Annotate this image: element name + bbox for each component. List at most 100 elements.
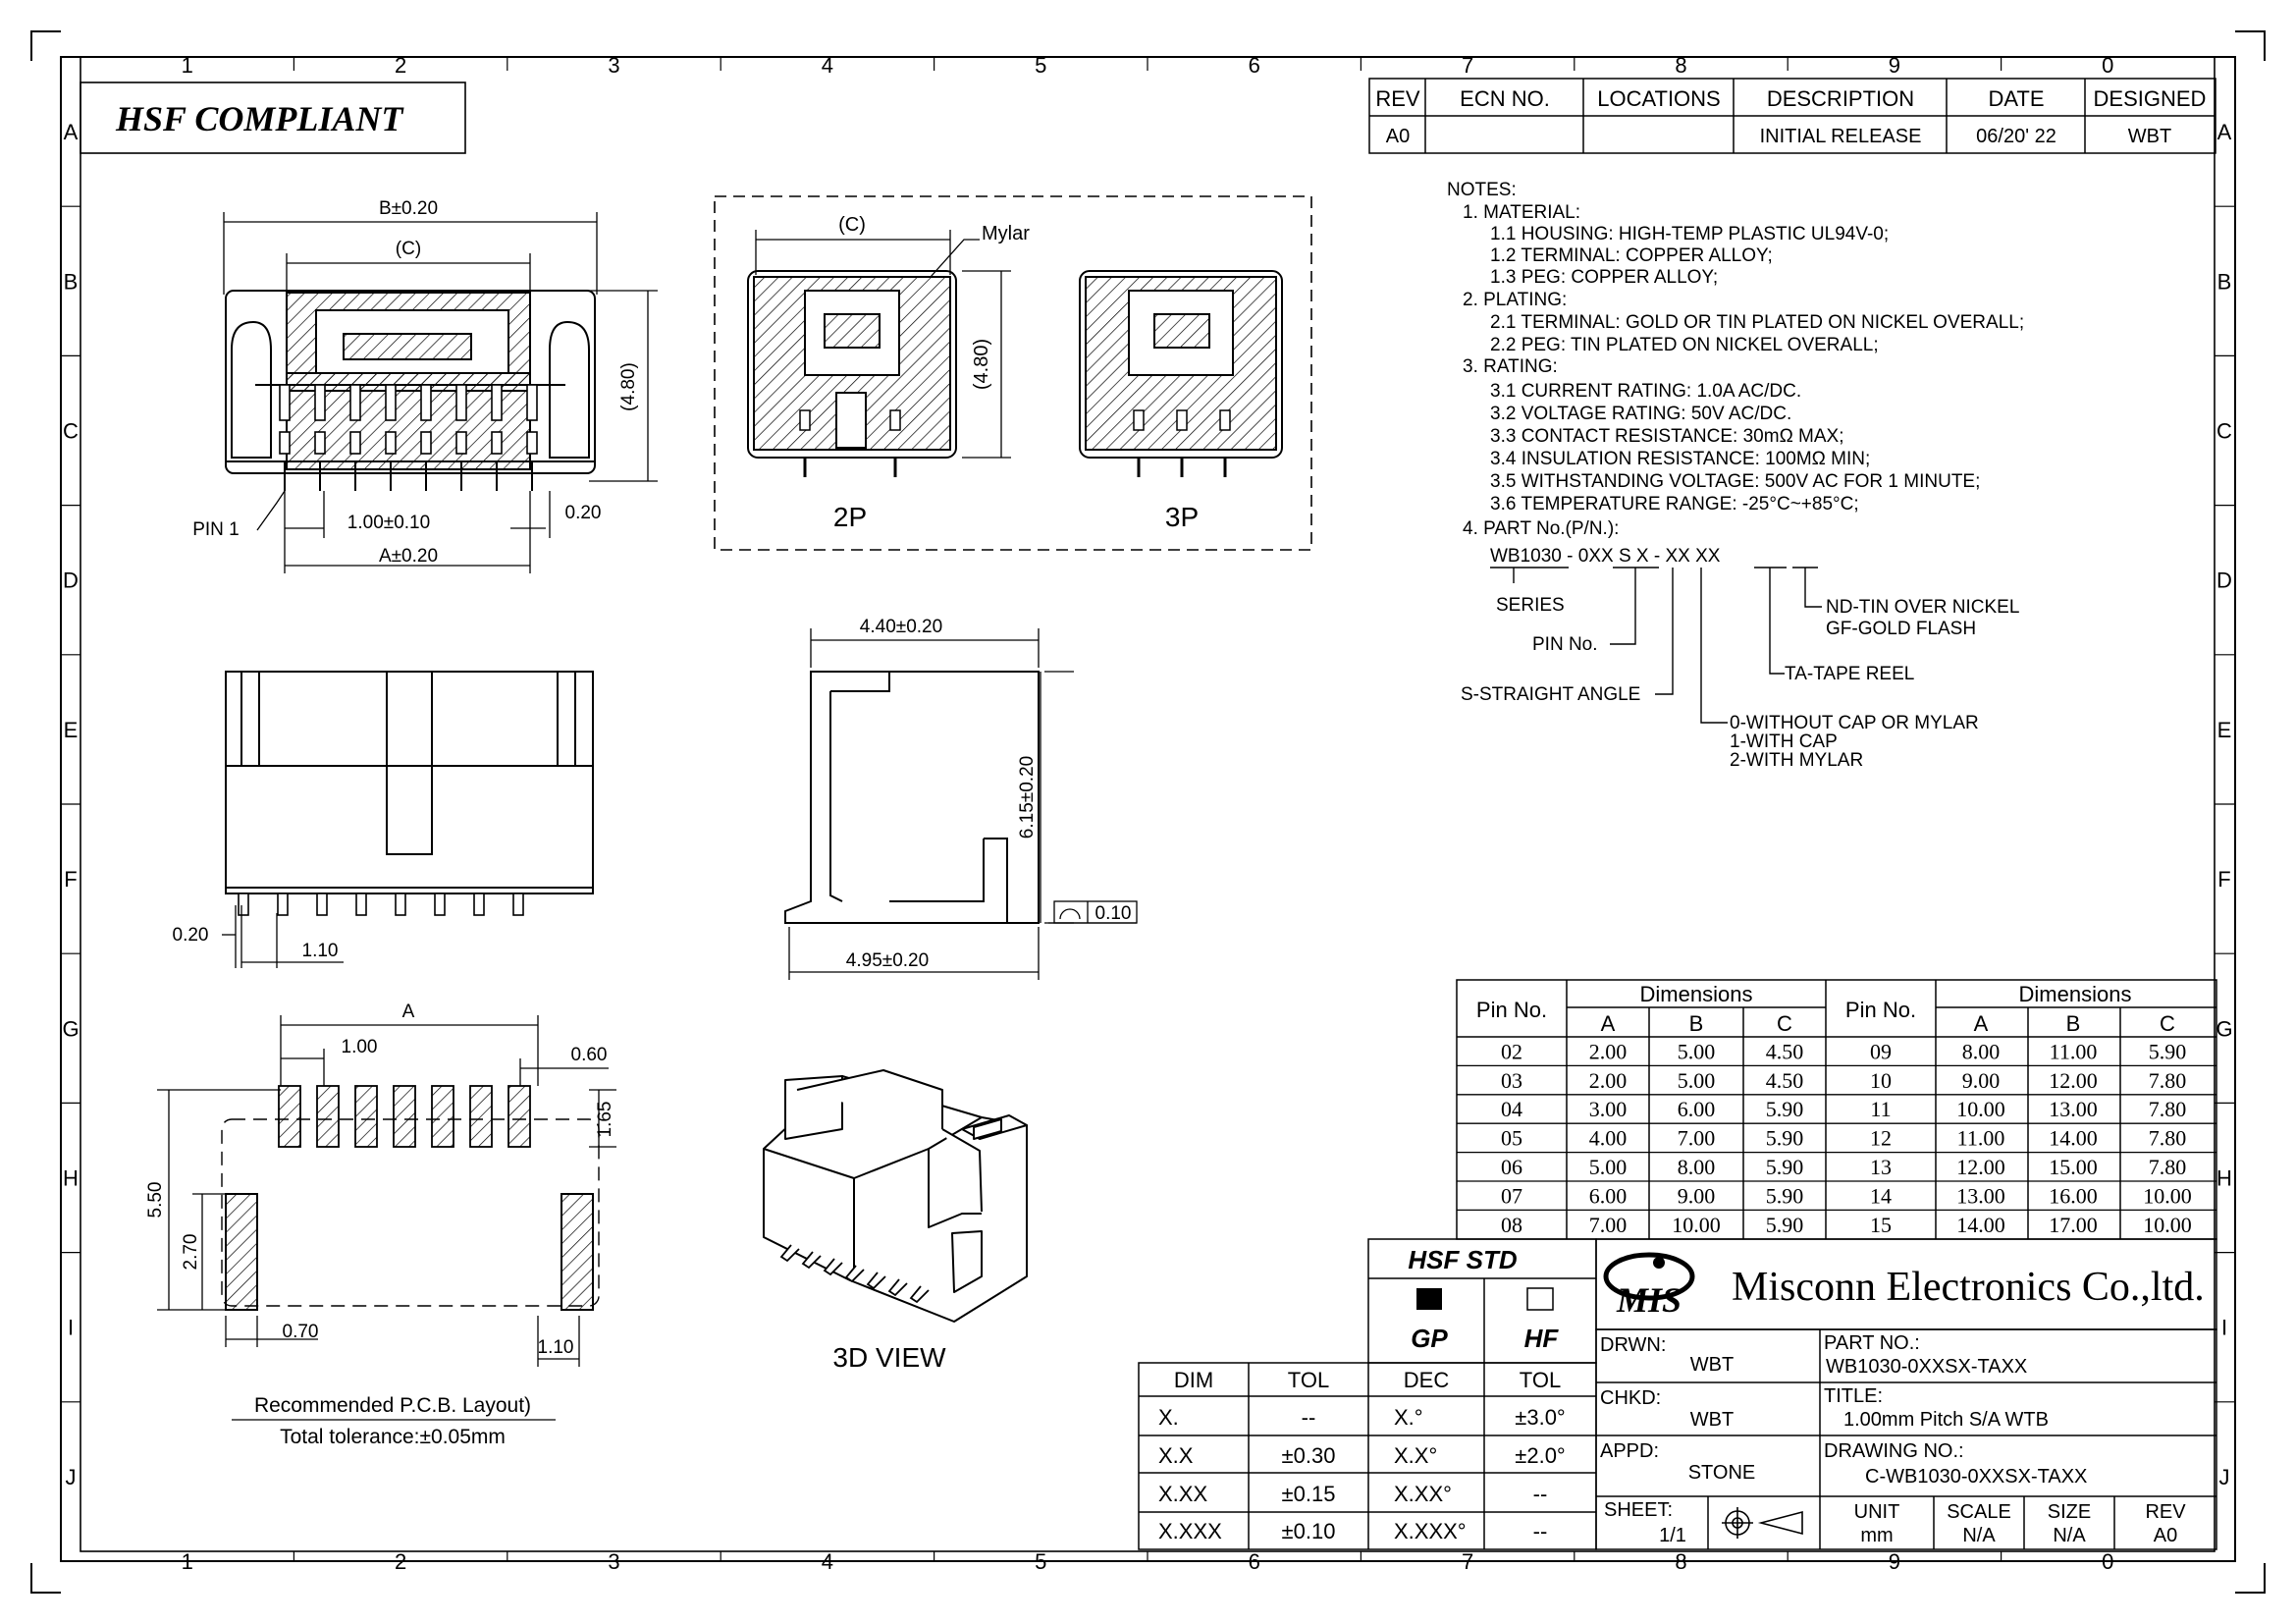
tolerance-cell: -- [1533, 1482, 1548, 1506]
tolerance-cell: ±0.30 [1282, 1443, 1336, 1468]
front-offset-label: 0.20 [173, 925, 209, 946]
pin1-label: PIN 1 [192, 519, 240, 540]
rev-value: A0 [2154, 1525, 2177, 1546]
grid-row-label: D [2216, 568, 2232, 593]
mylar-height-label: (4.80) [971, 339, 992, 390]
dimensions-header: Dimensions [1640, 982, 1753, 1006]
drawing-no-label: DRAWING NO.: [1824, 1440, 1964, 1462]
scale-label: SCALE [1947, 1501, 2011, 1523]
front-pitch-label: 1.10 [302, 941, 339, 961]
rev-label: REV [2145, 1501, 2186, 1523]
dim-cell: 12.00 [2049, 1068, 2098, 1093]
series-label: SERIES [1496, 595, 1565, 616]
dim-cell: 17.00 [2049, 1213, 2098, 1237]
view-3d-label: 3D VIEW [832, 1342, 946, 1373]
dim-cell: 6.00 [1589, 1183, 1628, 1208]
size-label: SIZE [2048, 1501, 2091, 1523]
gp-label: GP [1411, 1324, 1448, 1353]
scale-value: N/A [1962, 1525, 1996, 1546]
tolerance-cell: -- [1533, 1519, 1548, 1543]
dim-cell: 10.00 [2143, 1213, 2192, 1237]
dim-cell: 5.90 [1766, 1183, 1804, 1208]
dim-cell: 07 [1501, 1183, 1522, 1208]
title-label: TITLE: [1824, 1385, 1883, 1407]
note-line: 3.3 CONTACT RESISTANCE: 30mΩ MAX; [1490, 426, 1844, 447]
grid-row-label: E [64, 718, 79, 742]
part-no-value: WB1030-0XXSX-TAXX [1826, 1356, 2027, 1378]
dim-cell: 5.00 [1678, 1068, 1716, 1093]
note-line: 1.3 PEG: COPPER ALLOY; [1490, 267, 1718, 288]
pin-no-label: PIN No. [1532, 634, 1598, 655]
grid-column-label: 8 [1675, 53, 1686, 78]
mylar-3p-pin-slot [1219, 409, 1231, 431]
side-view: 4.40±0.20 6.15±0.20 4.95±0.20 0.10 [784, 617, 1138, 980]
grid-column-label: 1 [182, 1549, 193, 1574]
grid-row-label: F [64, 867, 77, 892]
dim-cell: 16.00 [2049, 1183, 2098, 1208]
col-c-header: C [1777, 1011, 1792, 1036]
notes-block: NOTES: 1. MATERIAL: 1.1 HOUSING: HIGH-TE… [1447, 180, 2024, 567]
view-3d-pin [779, 1244, 800, 1263]
appd-value: STONE [1688, 1462, 1756, 1484]
pcb-layout: A 1.00 0.60 1.65 5.50 2.70 0.70 1.10 Rec… [145, 1001, 616, 1448]
top-pin [279, 384, 291, 421]
drawing-no-value: C-WB1030-0XXSX-TAXX [1865, 1466, 2087, 1488]
pcb-layout-title: Recommended P.C.B. Layout) [254, 1394, 531, 1417]
pcb-pad [354, 1085, 378, 1148]
grid-row-label: G [2216, 1016, 2232, 1041]
dim-cell: 10.00 [1956, 1097, 2005, 1121]
designed-header: DESIGNED [2094, 86, 2207, 111]
grid-column-label: 0 [2102, 1549, 2113, 1574]
pin-no-header: Pin No. [1476, 998, 1547, 1022]
view-3d: 3D VIEW [763, 1069, 1028, 1373]
grid-column-label: 3 [608, 1549, 619, 1574]
dim-cell: 15 [1870, 1213, 1892, 1237]
company-logo-ring [1603, 1252, 1695, 1301]
grid-row-label: E [2217, 718, 2232, 742]
pn-labels: SERIES PIN No. S-STRAIGHT ANGLE 0-WITHOU… [1461, 595, 2019, 771]
dim-cell: 7.00 [1678, 1126, 1716, 1151]
dim-cell: 7.80 [2149, 1155, 2187, 1179]
grid-column-label: 3 [608, 53, 619, 78]
rev-header: REV [1375, 86, 1420, 111]
grid-row-label: J [2219, 1465, 2230, 1489]
hsf-compliant-label: HSF COMPLIANT [115, 99, 404, 138]
dim-cell: 05 [1501, 1126, 1522, 1151]
dim-cell: 04 [1501, 1097, 1522, 1121]
front-view: 0.20 1.10 [173, 671, 594, 968]
tolerance-cell: ±0.15 [1282, 1482, 1336, 1506]
pcb-pad [507, 1085, 531, 1148]
pcb-pad-width-label: 0.60 [571, 1045, 608, 1065]
hf-label: HF [1524, 1324, 1560, 1353]
pcb-pad [316, 1085, 340, 1148]
tol-header: TOL [1288, 1368, 1329, 1392]
label-2p: 2P [833, 502, 867, 532]
mylar-3p-pin-slot [1133, 409, 1145, 431]
grid-column-label: 0 [2102, 53, 2113, 78]
grid-row-label: J [66, 1465, 77, 1489]
dim-b-label: B±0.20 [379, 198, 438, 219]
dim-cell: 14.00 [2049, 1126, 2098, 1151]
dim-cell: 08 [1501, 1213, 1522, 1237]
front-pin [434, 893, 446, 916]
dim-cell: 06 [1501, 1155, 1522, 1179]
pcb-pad [278, 1085, 301, 1148]
view-3d-pins [779, 1244, 930, 1304]
appd-label: APPD: [1600, 1440, 1659, 1462]
view-3d-pin [801, 1251, 822, 1270]
plating-label: GF-GOLD FLASH [1826, 619, 1976, 639]
grid-column-label: 6 [1249, 1549, 1260, 1574]
description-header: DESCRIPTION [1767, 86, 1914, 111]
col-b-header: B [1689, 1011, 1704, 1036]
note-line: 1.2 TERMINAL: COPPER ALLOY; [1490, 245, 1773, 266]
locations-header: LOCATIONS [1597, 86, 1721, 111]
corner-marks [30, 30, 2266, 1594]
view-3d-pin [909, 1285, 930, 1304]
grid-row-label: B [2217, 269, 2232, 294]
front-view-pins [238, 893, 524, 916]
dim-cell: 4.00 [1589, 1126, 1628, 1151]
pcb-tolerance-label: Total tolerance:±0.05mm [280, 1426, 506, 1448]
